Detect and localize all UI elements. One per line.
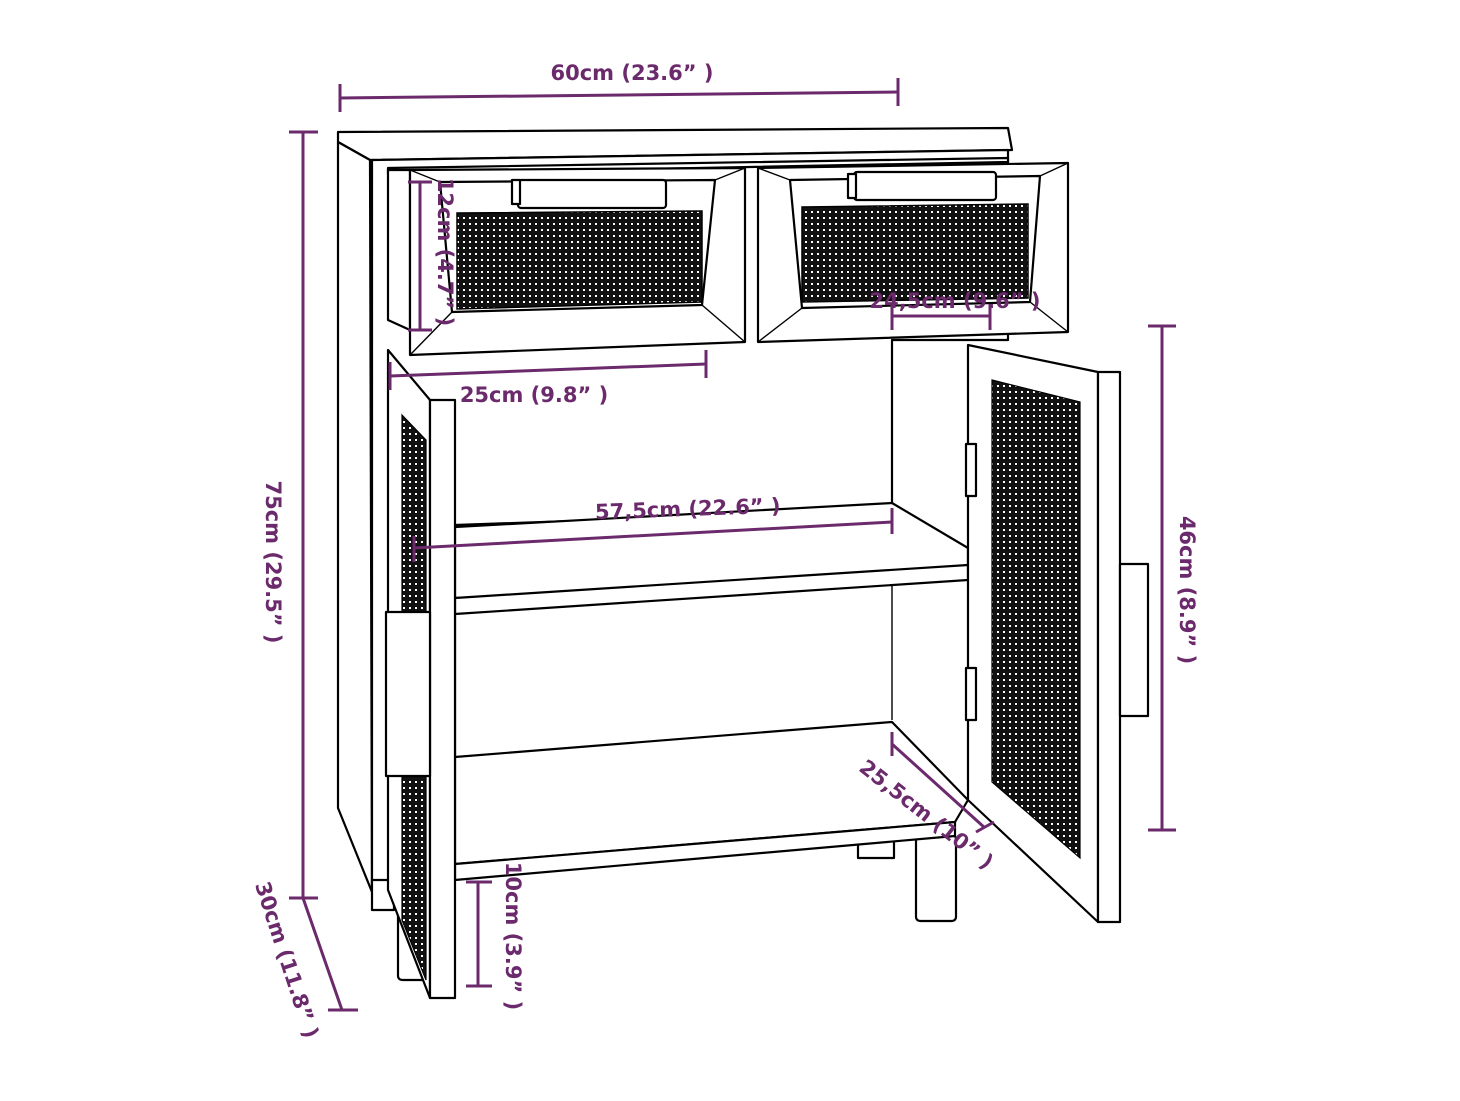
right-door-handle (1118, 562, 1150, 718)
dimension-lines (289, 78, 1176, 1012)
right-drawer-rattan-panel (801, 203, 1029, 303)
label-width: 60cm (23.6” ) (551, 61, 714, 85)
right-drawer (756, 161, 1070, 344)
label-height: 75cm (29.5” ) (261, 481, 285, 644)
label-drawer-height: 12cm (4.7” ) (433, 178, 457, 326)
label-door-height: 46cm (8.9” ) (1175, 516, 1199, 664)
label-drawer-width: 25cm (9.8” ) (460, 383, 608, 407)
label-drawer-depth: 24,5cm (9.6” ) (870, 289, 1041, 313)
left-drawer-rattan-panel (456, 210, 703, 310)
label-depth: 30cm (11.8” ) (250, 879, 323, 1041)
cabinet-drawing (336, 126, 1150, 1000)
right-door (964, 343, 1150, 924)
left-side-panel (336, 140, 374, 894)
upper-hinge (964, 442, 978, 498)
left-door-handle (384, 610, 432, 778)
right-drawer-handle (852, 170, 998, 202)
left-drawer (386, 166, 747, 357)
lower-hinge (964, 666, 978, 722)
left-door (384, 348, 457, 1000)
right-door-rattan-panel (991, 379, 1081, 860)
label-leg-height: 10cm (3.9” ) (501, 862, 525, 1010)
left-drawer-handle (516, 178, 668, 210)
